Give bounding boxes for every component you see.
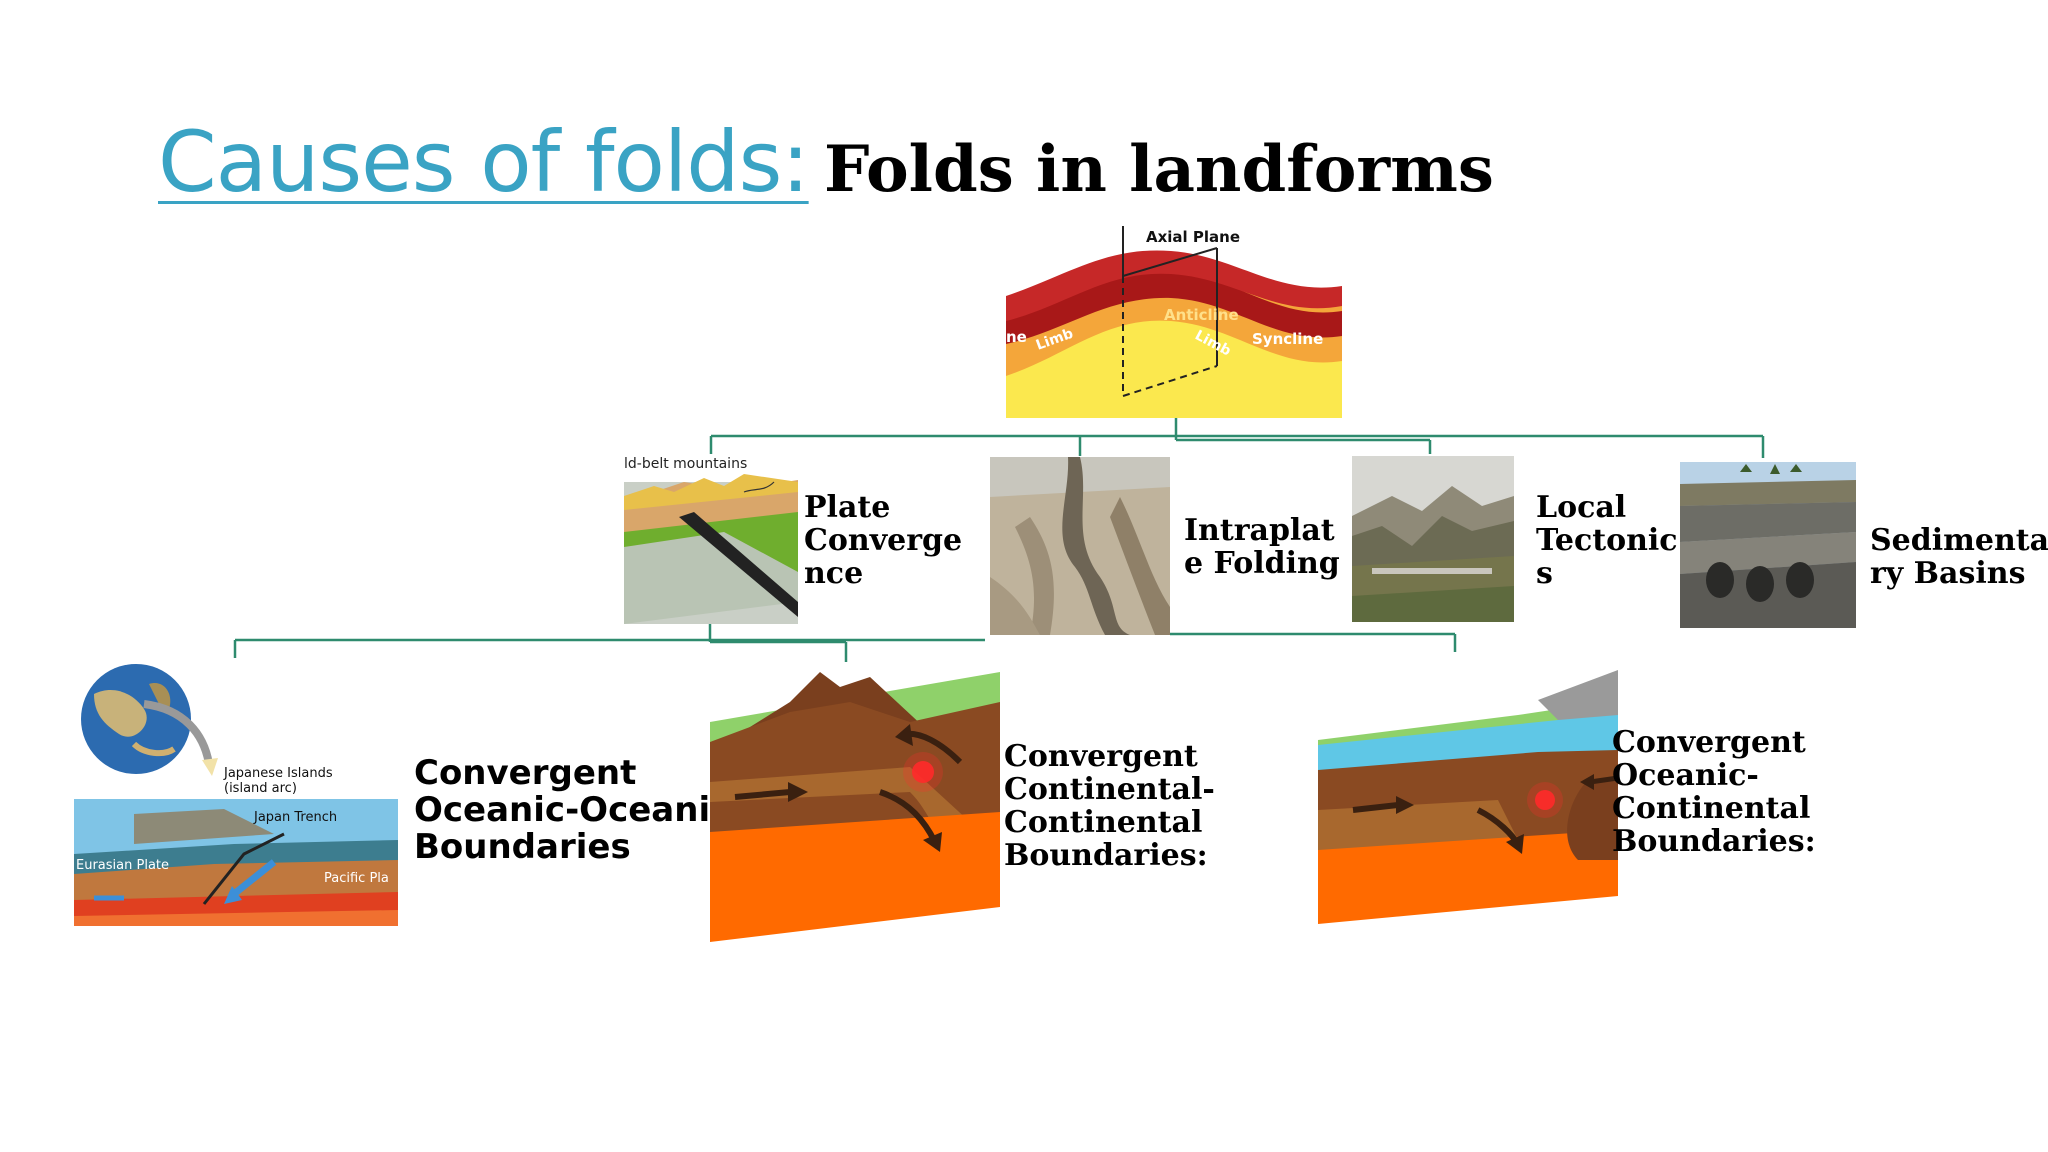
fold-structure-diagram: Axial Plane Anticline ne Syncline Limb L… [1006,226,1342,418]
fold-belt-mountains-image: ld-belt mountains [624,456,798,624]
oceanic-continental-label: Convergent Oceanic- Continental Boundari… [1612,725,1816,859]
plate-convergence-label: Plate Converge nce [804,490,963,591]
oceanic-oceanic-image: Japanese Islands (island arc) Japan Tren… [74,664,398,926]
fold-belt-caption: ld-belt mountains [624,456,747,472]
local-tectonics-label: Local Tectonic s [1536,490,1678,591]
continental-continental-image [710,672,1000,942]
japanese-islands-label: Japanese Islands [223,766,333,781]
continental-continental-label: Convergent Continental- Continental Boun… [1004,739,1215,873]
slide-subtitle: Folds in landforms [824,132,1494,207]
island-arc-label: (island arc) [224,781,297,796]
oceanic-continental-image [1318,670,1618,924]
slide-heading: Causes of folds: [158,113,810,211]
syncline-left-label: ne [1006,328,1027,346]
oceanic-oceanic-label: Convergent Oceanic-Oceanic Boundaries [414,753,731,867]
eurasian-plate-label: Eurasian Plate [76,858,169,873]
axial-plane-label: Axial Plane [1146,228,1240,246]
pacific-plate-label: Pacific Pla [324,871,389,886]
intraplate-folding-image [990,457,1170,635]
local-tectonics-image [1352,456,1514,622]
japan-trench-label: Japan Trench [253,810,337,825]
syncline-right-label: Syncline [1252,330,1323,348]
sedimentary-basins-image [1680,462,1856,628]
sedimentary-basins-label: Sedimenta ry Basins [1870,523,2048,591]
intraplate-folding-label: Intraplat e Folding [1184,513,1340,581]
anticline-label: Anticline [1164,306,1239,324]
